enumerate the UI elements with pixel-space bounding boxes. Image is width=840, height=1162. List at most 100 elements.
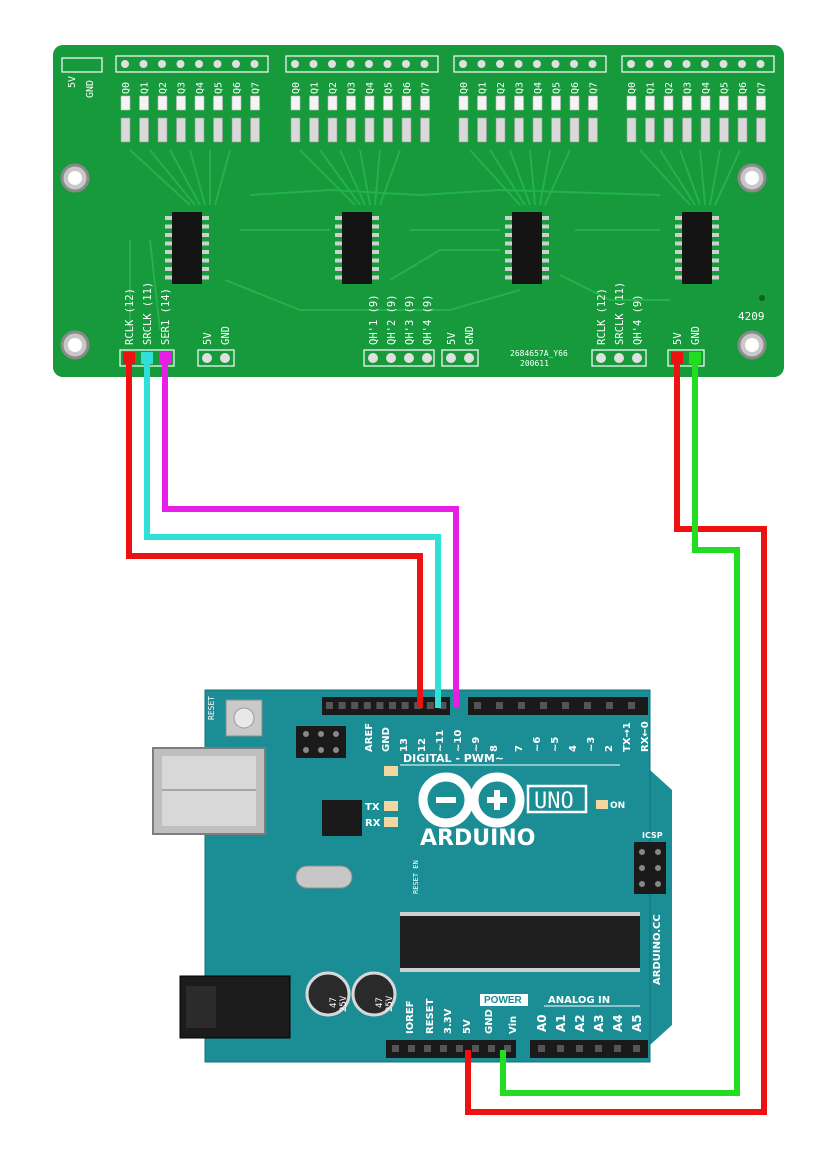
right-input-header: RCLK (12) SRCLK (11) QH'4 (9) <box>591 282 647 367</box>
output-label-q6: Q6 <box>738 82 749 94</box>
resistor <box>756 117 766 143</box>
digital-pin-label: 12 <box>417 738 428 752</box>
led <box>157 95 168 111</box>
crystal <box>295 865 353 889</box>
chip-1 <box>172 212 202 284</box>
wire-gnd-power <box>500 358 740 1096</box>
analog-pin-label: A2 <box>573 1014 587 1032</box>
shift-register-chips <box>172 212 712 284</box>
digital-pin-label: 2 <box>604 745 615 752</box>
resistor <box>626 117 637 143</box>
resistor <box>700 117 711 143</box>
arduino-logo <box>418 772 525 828</box>
wires <box>126 358 767 1115</box>
led <box>309 95 319 111</box>
led <box>327 95 338 111</box>
output-label-q7: Q7 <box>421 82 432 94</box>
digital-pin-label: 8 <box>489 745 500 752</box>
reset-button[interactable] <box>225 699 263 737</box>
cap2-text-b: 25V <box>385 995 395 1012</box>
output-label-q7: Q7 <box>251 82 262 94</box>
led <box>401 95 412 111</box>
resistor <box>290 117 301 143</box>
led <box>458 95 469 111</box>
digital-pin-label: 13 <box>399 738 410 752</box>
output-label-q5: Q5 <box>384 82 395 94</box>
wire-end-caps <box>123 352 701 364</box>
top-power-header: 5V GND <box>61 57 103 98</box>
output-label-q6: Q6 <box>570 82 581 94</box>
left-gnd-label: GND <box>220 326 232 345</box>
icsp-header-left <box>296 726 346 758</box>
power-pin-label: GND <box>484 1009 495 1034</box>
resistor <box>458 117 469 143</box>
board-id: 2684657A_Y66 <box>510 349 568 358</box>
digital-pin-label: ~10 <box>453 730 464 752</box>
power-pin-label: RESET <box>425 998 436 1034</box>
arduino-cc-label: ARDUINO.CC <box>652 914 663 985</box>
resistor <box>364 117 375 143</box>
led <box>756 95 766 111</box>
led <box>719 95 729 111</box>
output-label-q0: Q0 <box>121 82 132 94</box>
reset-en-label: RESET EN <box>412 860 420 894</box>
output-label-q2: Q2 <box>158 82 169 94</box>
on-label: ON <box>610 801 625 811</box>
output-label-q0: Q0 <box>459 82 470 94</box>
analog-pin-label: A0 <box>535 1014 549 1032</box>
output-label-q0: Q0 <box>627 82 638 94</box>
power-pin-label: 5V <box>462 1019 473 1034</box>
output-label-q2: Q2 <box>496 82 507 94</box>
digital-pin-label: RX←0 <box>640 721 651 752</box>
digital-pin-label: 7 <box>514 745 525 752</box>
analog-pin-label: A1 <box>554 1014 568 1032</box>
output-label-q1: Q1 <box>478 82 489 94</box>
top-gnd-label: GND <box>85 80 96 98</box>
digital-pin-label: GND <box>381 727 392 752</box>
resistor <box>120 117 131 143</box>
output-label-q3: Q3 <box>177 82 188 94</box>
digital-pwm-label: DIGITAL - PWM~ <box>403 752 504 765</box>
resistor <box>588 117 598 143</box>
power-pin-label: 3.3V <box>443 1008 454 1034</box>
top-5v-label: 5V <box>67 76 78 88</box>
led <box>569 95 580 111</box>
chip-4 <box>682 212 712 284</box>
led <box>346 95 356 111</box>
resistor <box>383 117 393 143</box>
chip-3 <box>512 212 542 284</box>
right-qh4-label: QH'4 (9) <box>632 294 644 345</box>
output-label-q4: Q4 <box>533 82 544 94</box>
board-date: 200611 <box>520 359 549 368</box>
led <box>682 95 692 111</box>
output-label-q1: Q1 <box>646 82 657 94</box>
led <box>176 95 186 111</box>
cap2-text-a: 47 <box>375 997 385 1008</box>
qh3-label: QH'3 (9) <box>404 294 416 345</box>
output-label-q7: Q7 <box>757 82 768 94</box>
power-header <box>386 1040 648 1058</box>
led <box>700 95 711 111</box>
output-label-q4: Q4 <box>195 82 206 94</box>
analog-pin-label: A4 <box>611 1014 625 1032</box>
led <box>250 95 260 111</box>
mid-power-header: 5V GND <box>441 326 479 367</box>
tx-silk: TX <box>365 802 380 813</box>
chip-2 <box>342 212 372 284</box>
resistor <box>194 117 205 143</box>
led <box>514 95 524 111</box>
right-rclk-label: RCLK (12) <box>596 288 608 345</box>
output-label-q2: Q2 <box>328 82 339 94</box>
dc-power-jack <box>179 975 291 1039</box>
digital-pin-label: ~3 <box>586 737 597 752</box>
resistor <box>213 117 223 143</box>
power-pin-label: IOREF <box>405 1000 416 1034</box>
digital-pin-label: ~9 <box>471 737 482 752</box>
left-5v-label: 5V <box>202 332 214 345</box>
